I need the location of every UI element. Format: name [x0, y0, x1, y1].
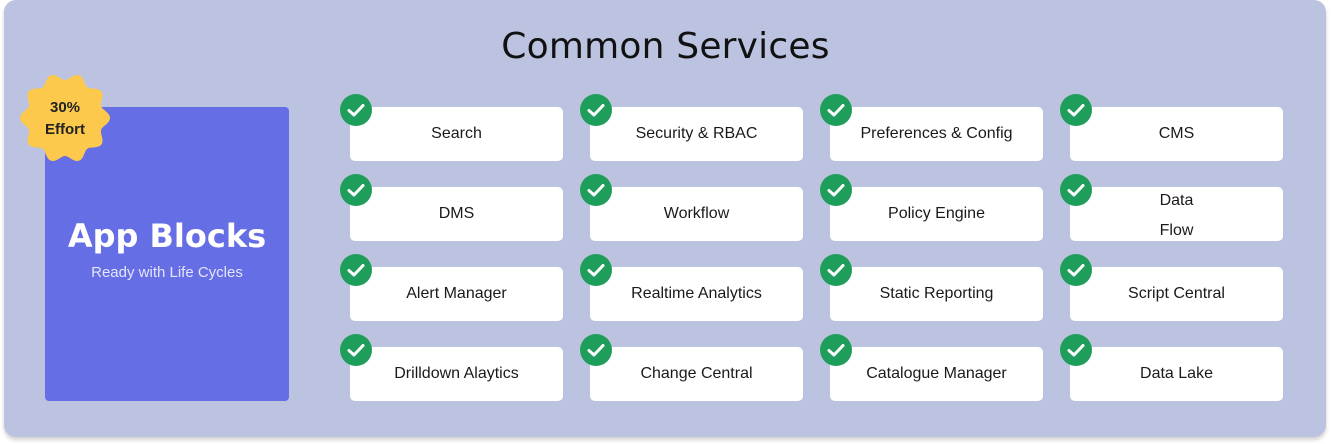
page-title: Common Services: [501, 26, 830, 67]
service-card-preferences-config: Preferences & Config: [830, 107, 1043, 161]
check-icon: [580, 174, 612, 206]
service-label: DMS: [438, 205, 475, 222]
service-card-catalogue-manager: Catalogue Manager: [830, 347, 1043, 401]
service-card-alert-manager: Alert Manager: [350, 267, 563, 321]
service-label: Data Lake: [1140, 365, 1213, 382]
service-card-drilldown-analytics: Drilldown Alaytics: [350, 347, 563, 401]
check-icon: [580, 334, 612, 366]
service-card-data-flow: Data Flow: [1070, 187, 1283, 241]
check-icon: [580, 94, 612, 126]
service-label: Alert Manager: [406, 285, 507, 302]
check-icon: [1060, 254, 1092, 286]
service-card-policy-engine: Policy Engine: [830, 187, 1043, 241]
check-icon: [340, 174, 372, 206]
effort-badge-percent: 30%: [49, 99, 81, 116]
service-label: Workflow: [663, 205, 730, 222]
service-card-realtime-analytics: Realtime Analytics: [590, 267, 803, 321]
service-label-line: Flow: [1159, 222, 1194, 239]
effort-badge-text: 30% Effort: [19, 97, 111, 141]
service-card-script-central: Script Central: [1070, 267, 1283, 321]
service-label: Data Flow: [1070, 187, 1283, 241]
service-card-search: Search: [350, 107, 563, 161]
service-label: Search: [431, 125, 482, 142]
service-label: Realtime Analytics: [631, 285, 762, 302]
service-label: Policy Engine: [888, 205, 985, 222]
badge-seal-icon: [20, 74, 110, 162]
check-icon: [340, 94, 372, 126]
effort-badge-label: Effort: [45, 121, 85, 138]
service-label: Preferences & Config: [860, 125, 1013, 142]
service-label: Change Central: [640, 365, 753, 382]
service-card-data-lake: Data Lake: [1070, 347, 1283, 401]
effort-badge: 30% Effort: [19, 72, 111, 164]
check-icon: [1060, 174, 1092, 206]
service-card-workflow: Workflow: [590, 187, 803, 241]
service-label: Static Reporting: [879, 285, 994, 302]
app-blocks-title: App Blocks: [67, 217, 267, 255]
check-icon: [820, 94, 852, 126]
app-blocks-box: App Blocks Ready with Life Cycles: [45, 107, 289, 401]
app-blocks-subtitle: Ready with Life Cycles: [91, 264, 243, 281]
check-icon: [1060, 334, 1092, 366]
service-label: CMS: [1158, 125, 1195, 142]
service-card-security-rbac: Security & RBAC: [590, 107, 803, 161]
service-card-cms: CMS: [1070, 107, 1283, 161]
check-icon: [820, 174, 852, 206]
service-label: Catalogue Manager: [866, 365, 1007, 382]
service-label: Security & RBAC: [635, 125, 758, 142]
check-icon: [580, 254, 612, 286]
check-icon: [820, 254, 852, 286]
service-label: Drilldown Alaytics: [394, 365, 519, 382]
check-icon: [1060, 94, 1092, 126]
service-card-dms: DMS: [350, 187, 563, 241]
check-icon: [820, 334, 852, 366]
check-icon: [340, 254, 372, 286]
service-label: Script Central: [1128, 285, 1225, 302]
check-icon: [340, 334, 372, 366]
service-card-change-central: Change Central: [590, 347, 803, 401]
service-card-static-reporting: Static Reporting: [830, 267, 1043, 321]
service-label-line: Data: [1159, 192, 1194, 209]
